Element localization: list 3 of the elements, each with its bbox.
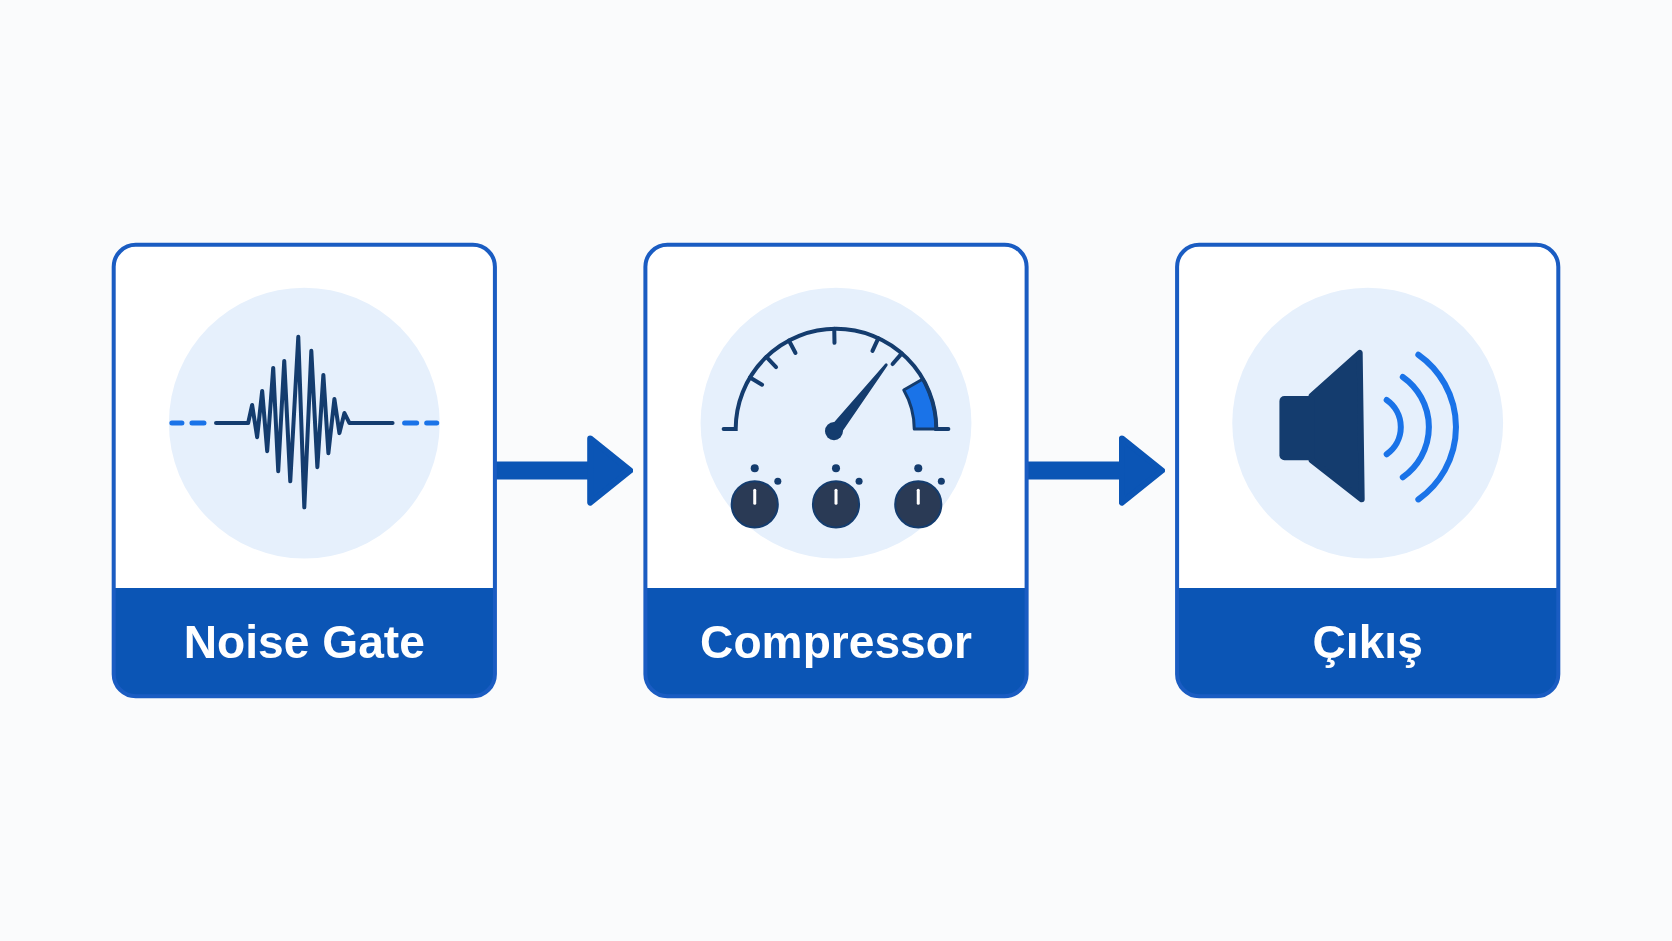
node-box: Compressor	[643, 242, 1029, 699]
node-box: Çıkış	[1175, 242, 1561, 699]
node-box: Noise Gate	[111, 242, 497, 699]
